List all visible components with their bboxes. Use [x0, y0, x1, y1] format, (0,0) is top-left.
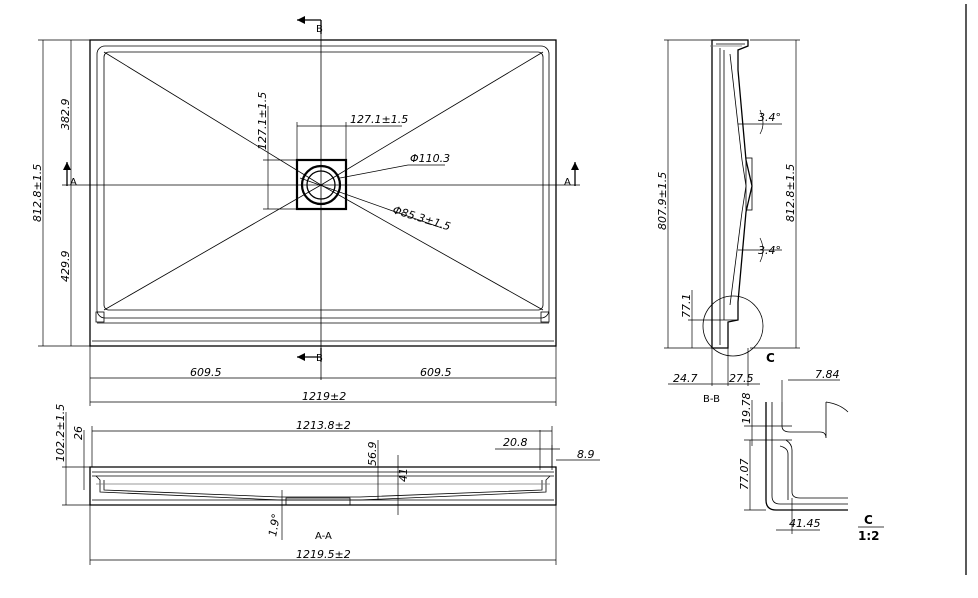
left-width-dimension: 609.5 [190, 366, 222, 379]
detail-base-width: 41.45 [789, 517, 821, 530]
detail-top-width: 7.84 [815, 368, 840, 381]
lower-height-dimension: 429.9 [59, 251, 72, 283]
bb-overall-length: 812.8±1.5 [784, 164, 797, 222]
bb-slope-top: 3.4° [758, 111, 781, 124]
detail-scale: 1:2 [858, 529, 880, 543]
section-a-label-left: A [70, 177, 77, 188]
right-width-dimension: 609.5 [420, 366, 452, 379]
aa-inner-length: 1213.8±2 [296, 419, 351, 432]
section-aa: 1213.8±2 102.2±1.5 26 56.9 41 20.8 8.9 1… [54, 404, 600, 565]
aa-depth-center: 56.9 [366, 442, 379, 467]
detail-c-circle [702, 295, 764, 357]
detail-title-top: C [864, 513, 873, 527]
section-b-label-top: B [316, 24, 323, 35]
drain-outer-ring [300, 164, 342, 206]
bb-title: B-B [703, 394, 720, 405]
slope-line [320, 51, 544, 186]
tray-rim-outline [96, 45, 550, 319]
side-view-bb: 807.9±1.5 812.8±1.5 3.4° 3.4° 77.1 C 24.… [656, 39, 800, 405]
aa-profile-outer [89, 466, 557, 506]
drain-width-dimension: 127.1±1.5 [350, 113, 408, 126]
bb-wall-right: 27.5 [729, 372, 754, 385]
tray-outer-outline [89, 39, 557, 347]
slope-line [103, 184, 322, 311]
section-a-label-right: A [564, 177, 571, 188]
bb-lip-height: 77.1 [680, 294, 693, 319]
tray-inner-basin [103, 51, 544, 311]
drain-outer-diameter: Φ110.3 [410, 152, 450, 165]
section-a-arrow-right: A [564, 162, 579, 188]
drain-inner-diameter: Φ85.3±1.5 [391, 203, 452, 233]
detail-c-marker: C [766, 351, 775, 365]
aa-depth-small: 41 [397, 468, 410, 482]
section-b-arrow-top: B [297, 16, 323, 35]
section-b-label-bottom: B [316, 353, 323, 364]
drain-inner-ring [306, 170, 336, 200]
bb-inner-length: 807.9±1.5 [656, 172, 669, 230]
upper-height-dimension: 382.9 [59, 99, 72, 131]
bb-wall-left: 24.7 [673, 372, 698, 385]
bb-slope-bottom: 3.4° [758, 244, 781, 257]
detail-c-profile [765, 402, 848, 511]
aa-overall-height: 102.2±1.5 [54, 404, 67, 462]
front-right-notch [540, 311, 550, 323]
section-b-arrow-bottom: B [297, 348, 323, 364]
section-a-arrow-left: A [63, 162, 77, 188]
top-view: B B A A 127.1±1.5 127.1±1.5 [31, 16, 580, 406]
side-profile-outer [711, 39, 753, 349]
slope-line [103, 51, 322, 186]
aa-overall-length: 1219.5±2 [296, 548, 351, 561]
aa-slope: 1.9° [266, 513, 283, 538]
front-left-notch [95, 311, 105, 323]
aa-rim-width: 20.8 [503, 436, 528, 449]
aa-edge-width: 8.9 [577, 448, 595, 461]
overall-width-dimension: 1219±2 [302, 390, 346, 403]
aa-rim-height: 26 [72, 426, 85, 440]
aa-title: A-A [315, 531, 332, 542]
detail-total-height: 77.07 [738, 459, 751, 491]
drain-square [295, 158, 348, 211]
overall-height-dimension: 812.8±1.5 [31, 164, 44, 222]
drain-height-dimension: 127.1±1.5 [256, 92, 269, 150]
slope-line [320, 184, 544, 311]
detail-top-height: 19.78 [740, 393, 753, 425]
detail-c: 7.84 19.78 77.07 41.45 C 1:2 [738, 368, 884, 543]
